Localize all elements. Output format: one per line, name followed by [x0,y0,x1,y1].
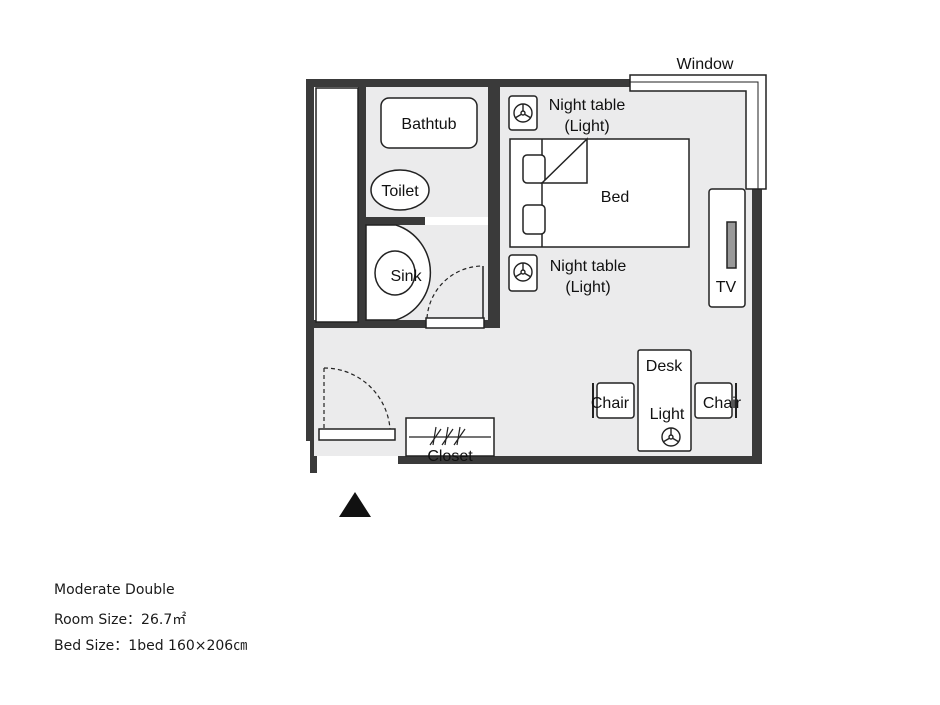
night-table-bottom-label-2: (Light) [565,279,610,296]
chair-left-label: Chair [591,395,630,412]
closet [405,417,495,457]
storage-column [315,87,359,323]
chair-right-label: Chair [703,395,742,412]
room-type: Moderate Double [54,582,175,598]
pillow [522,154,546,184]
chair-left [592,382,635,419]
bathtub [380,97,478,149]
lamp-icon [661,427,681,447]
window-label: Window [677,56,734,73]
bed [509,137,690,248]
entrance-arrow-icon [339,492,371,517]
window-frame [629,74,767,190]
night-table-top-label-1: Night table [549,97,626,114]
night-table-top-label-2: (Light) [564,118,609,135]
toilet-label: Toilet [381,183,419,200]
entry-door [318,367,396,441]
bed-label: Bed [601,189,629,206]
lamp-icon [513,103,533,123]
hanger-icon [429,426,466,446]
bed-size: Bed Size：1bed 160×206㎝ [54,638,248,654]
sink-label: Sink [390,268,422,285]
night-table-top [508,95,538,131]
bathroom-door [425,265,485,329]
night-table-bottom-label-1: Night table [550,258,627,275]
closet-label: Closet [427,448,473,465]
tv-label: TV [716,279,737,296]
chair-right [694,382,737,419]
tv-screen [726,221,737,269]
desk-light-label: Light [650,406,685,423]
pillow [522,204,546,235]
lamp-icon [513,262,533,282]
night-table-bottom [508,254,538,292]
desk [637,349,692,452]
bathtub-label: Bathtub [401,116,456,133]
sink [374,250,416,296]
room-size: Room Size：26.7㎡ [54,612,187,628]
toilet [370,169,430,211]
tv-stand [708,188,746,308]
desk-label: Desk [646,358,683,375]
